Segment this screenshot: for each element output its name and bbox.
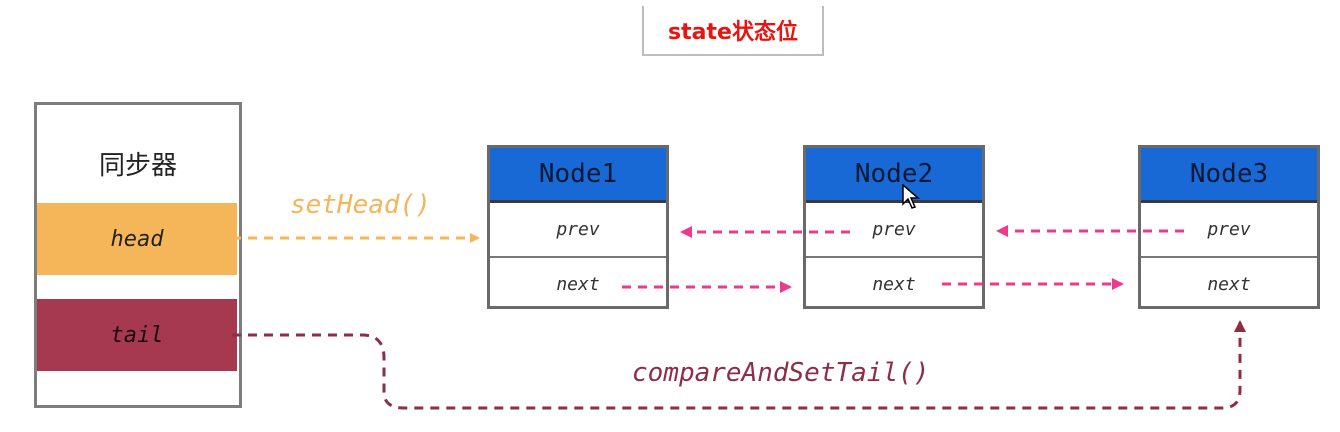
node-1-next: next — [556, 274, 600, 295]
state-label: state状态位 — [668, 20, 798, 45]
node-3-title: Node3 — [1141, 148, 1317, 203]
node-3: Node3 prev next — [1138, 145, 1320, 309]
mouse-cursor-icon — [902, 184, 921, 209]
tail-field: tail — [37, 299, 237, 371]
head-label: head — [110, 226, 164, 252]
synchronizer-panel: 同步器 head tail — [34, 102, 242, 408]
node-3-next: next — [1207, 274, 1251, 295]
node-2-prev: prev — [806, 203, 982, 258]
set-head-label: setHead() — [290, 190, 431, 220]
node-2-next: next — [872, 274, 916, 295]
node-2: Node2 prev next — [803, 145, 985, 309]
node-1-prev: prev — [490, 203, 666, 258]
tail-label: tail — [110, 322, 164, 348]
node-1-title: Node1 — [490, 148, 666, 203]
compare-and-set-tail-arrow — [232, 320, 1246, 410]
head-field: head — [37, 203, 237, 275]
synchronizer-title: 同步器 — [98, 151, 177, 181]
node-3-prev: prev — [1141, 203, 1317, 258]
state-box: state状态位 — [642, 6, 824, 56]
compare-and-set-tail-label: compareAndSetTail() — [632, 358, 930, 388]
node-2-title: Node2 — [806, 148, 982, 203]
node-1: Node1 prev next — [487, 145, 669, 309]
